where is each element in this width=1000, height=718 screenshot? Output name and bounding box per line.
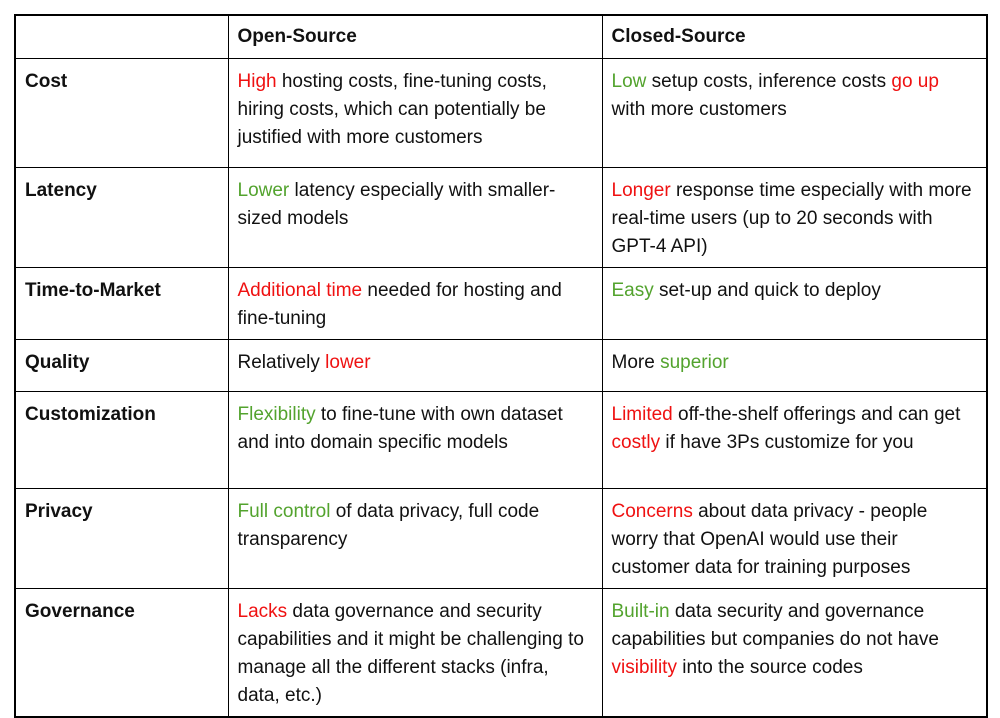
text-segment: More bbox=[611, 351, 661, 373]
row-label: Customization bbox=[14, 390, 229, 489]
closed-source-cell: Easy set-up and quick to deploy bbox=[601, 266, 988, 340]
highlight-red: costly bbox=[611, 431, 661, 453]
text-segment: of data privacy, full code transparency bbox=[237, 500, 540, 550]
header-row: Open-Source Closed-Source bbox=[14, 14, 988, 59]
highlight-green: Easy bbox=[611, 279, 654, 301]
text-segment: if have 3Ps customize for you bbox=[660, 431, 914, 453]
open-source-cell: Additional time needed for hosting and f… bbox=[227, 266, 603, 340]
highlight-green: superior bbox=[660, 351, 729, 373]
highlight-green: Flexibility bbox=[237, 403, 316, 425]
highlight-red: Longer bbox=[611, 179, 671, 201]
text-segment: hosting costs, fine-tuning costs, hiring… bbox=[237, 70, 547, 148]
text-segment: to fine-tune with own dataset and into d… bbox=[237, 403, 563, 453]
text-segment: needed for hosting and fine-tuning bbox=[237, 279, 562, 329]
text-segment: data security and governance capabilitie… bbox=[611, 600, 939, 650]
open-source-cell: Lacks data governance and security capab… bbox=[227, 587, 603, 717]
highlight-red: High bbox=[237, 70, 277, 92]
closed-source-cell: Longer response time especially with mor… bbox=[601, 166, 988, 268]
text-segment: data governance and security capabilitie… bbox=[237, 600, 584, 706]
highlight-red: Concerns bbox=[611, 500, 693, 522]
text-segment: Relatively bbox=[237, 351, 326, 373]
highlight-green: Full control bbox=[237, 500, 331, 522]
text-segment: latency especially with smaller-sized mo… bbox=[237, 179, 556, 229]
open-source-cell: High hosting costs, fine-tuning costs, h… bbox=[227, 57, 603, 168]
row-label: Quality bbox=[14, 338, 229, 392]
open-source-cell: Flexibility to fine-tune with own datase… bbox=[227, 390, 603, 489]
row-label: Time-to-Market bbox=[14, 266, 229, 340]
highlight-green: Lower bbox=[237, 179, 290, 201]
highlight-green: Built-in bbox=[611, 600, 670, 622]
text-segment: response time especially with more real-… bbox=[611, 179, 972, 257]
highlight-red: Lacks bbox=[237, 600, 288, 622]
highlight-green: Low bbox=[611, 70, 647, 92]
highlight-red: go up bbox=[891, 70, 939, 92]
highlight-red: Limited bbox=[611, 403, 673, 425]
text-segment: with more customers bbox=[611, 98, 787, 120]
text-segment: off-the-shelf offerings and can get bbox=[672, 403, 961, 425]
column-header-closed-source: Closed-Source bbox=[601, 14, 988, 59]
row-label: Cost bbox=[14, 57, 229, 168]
text-segment: about data privacy - people worry that O… bbox=[611, 500, 928, 578]
corner-cell bbox=[14, 14, 229, 59]
row-label: Latency bbox=[14, 166, 229, 268]
closed-source-cell: More superior bbox=[601, 338, 988, 392]
highlight-red: visibility bbox=[611, 656, 677, 678]
highlight-red: lower bbox=[325, 351, 371, 373]
text-segment: set-up and quick to deploy bbox=[653, 279, 881, 301]
text-segment: setup costs, inference costs bbox=[646, 70, 892, 92]
open-source-cell: Full control of data privacy, full code … bbox=[227, 487, 603, 589]
open-source-cell: Relatively lower bbox=[227, 338, 603, 392]
closed-source-cell: Limited off-the-shelf offerings and can … bbox=[601, 390, 988, 489]
closed-source-cell: Low setup costs, inference costs go up w… bbox=[601, 57, 988, 168]
text-segment: into the source codes bbox=[676, 656, 863, 678]
row-label: Governance bbox=[14, 587, 229, 717]
highlight-red: Additional time bbox=[237, 279, 363, 301]
closed-source-cell: Concerns about data privacy - people wor… bbox=[601, 487, 988, 589]
column-header-open-source: Open-Source bbox=[227, 14, 603, 59]
closed-source-cell: Built-in data security and governance ca… bbox=[601, 587, 988, 717]
open-source-cell: Lower latency especially with smaller-si… bbox=[227, 166, 603, 268]
row-label: Privacy bbox=[14, 487, 229, 589]
